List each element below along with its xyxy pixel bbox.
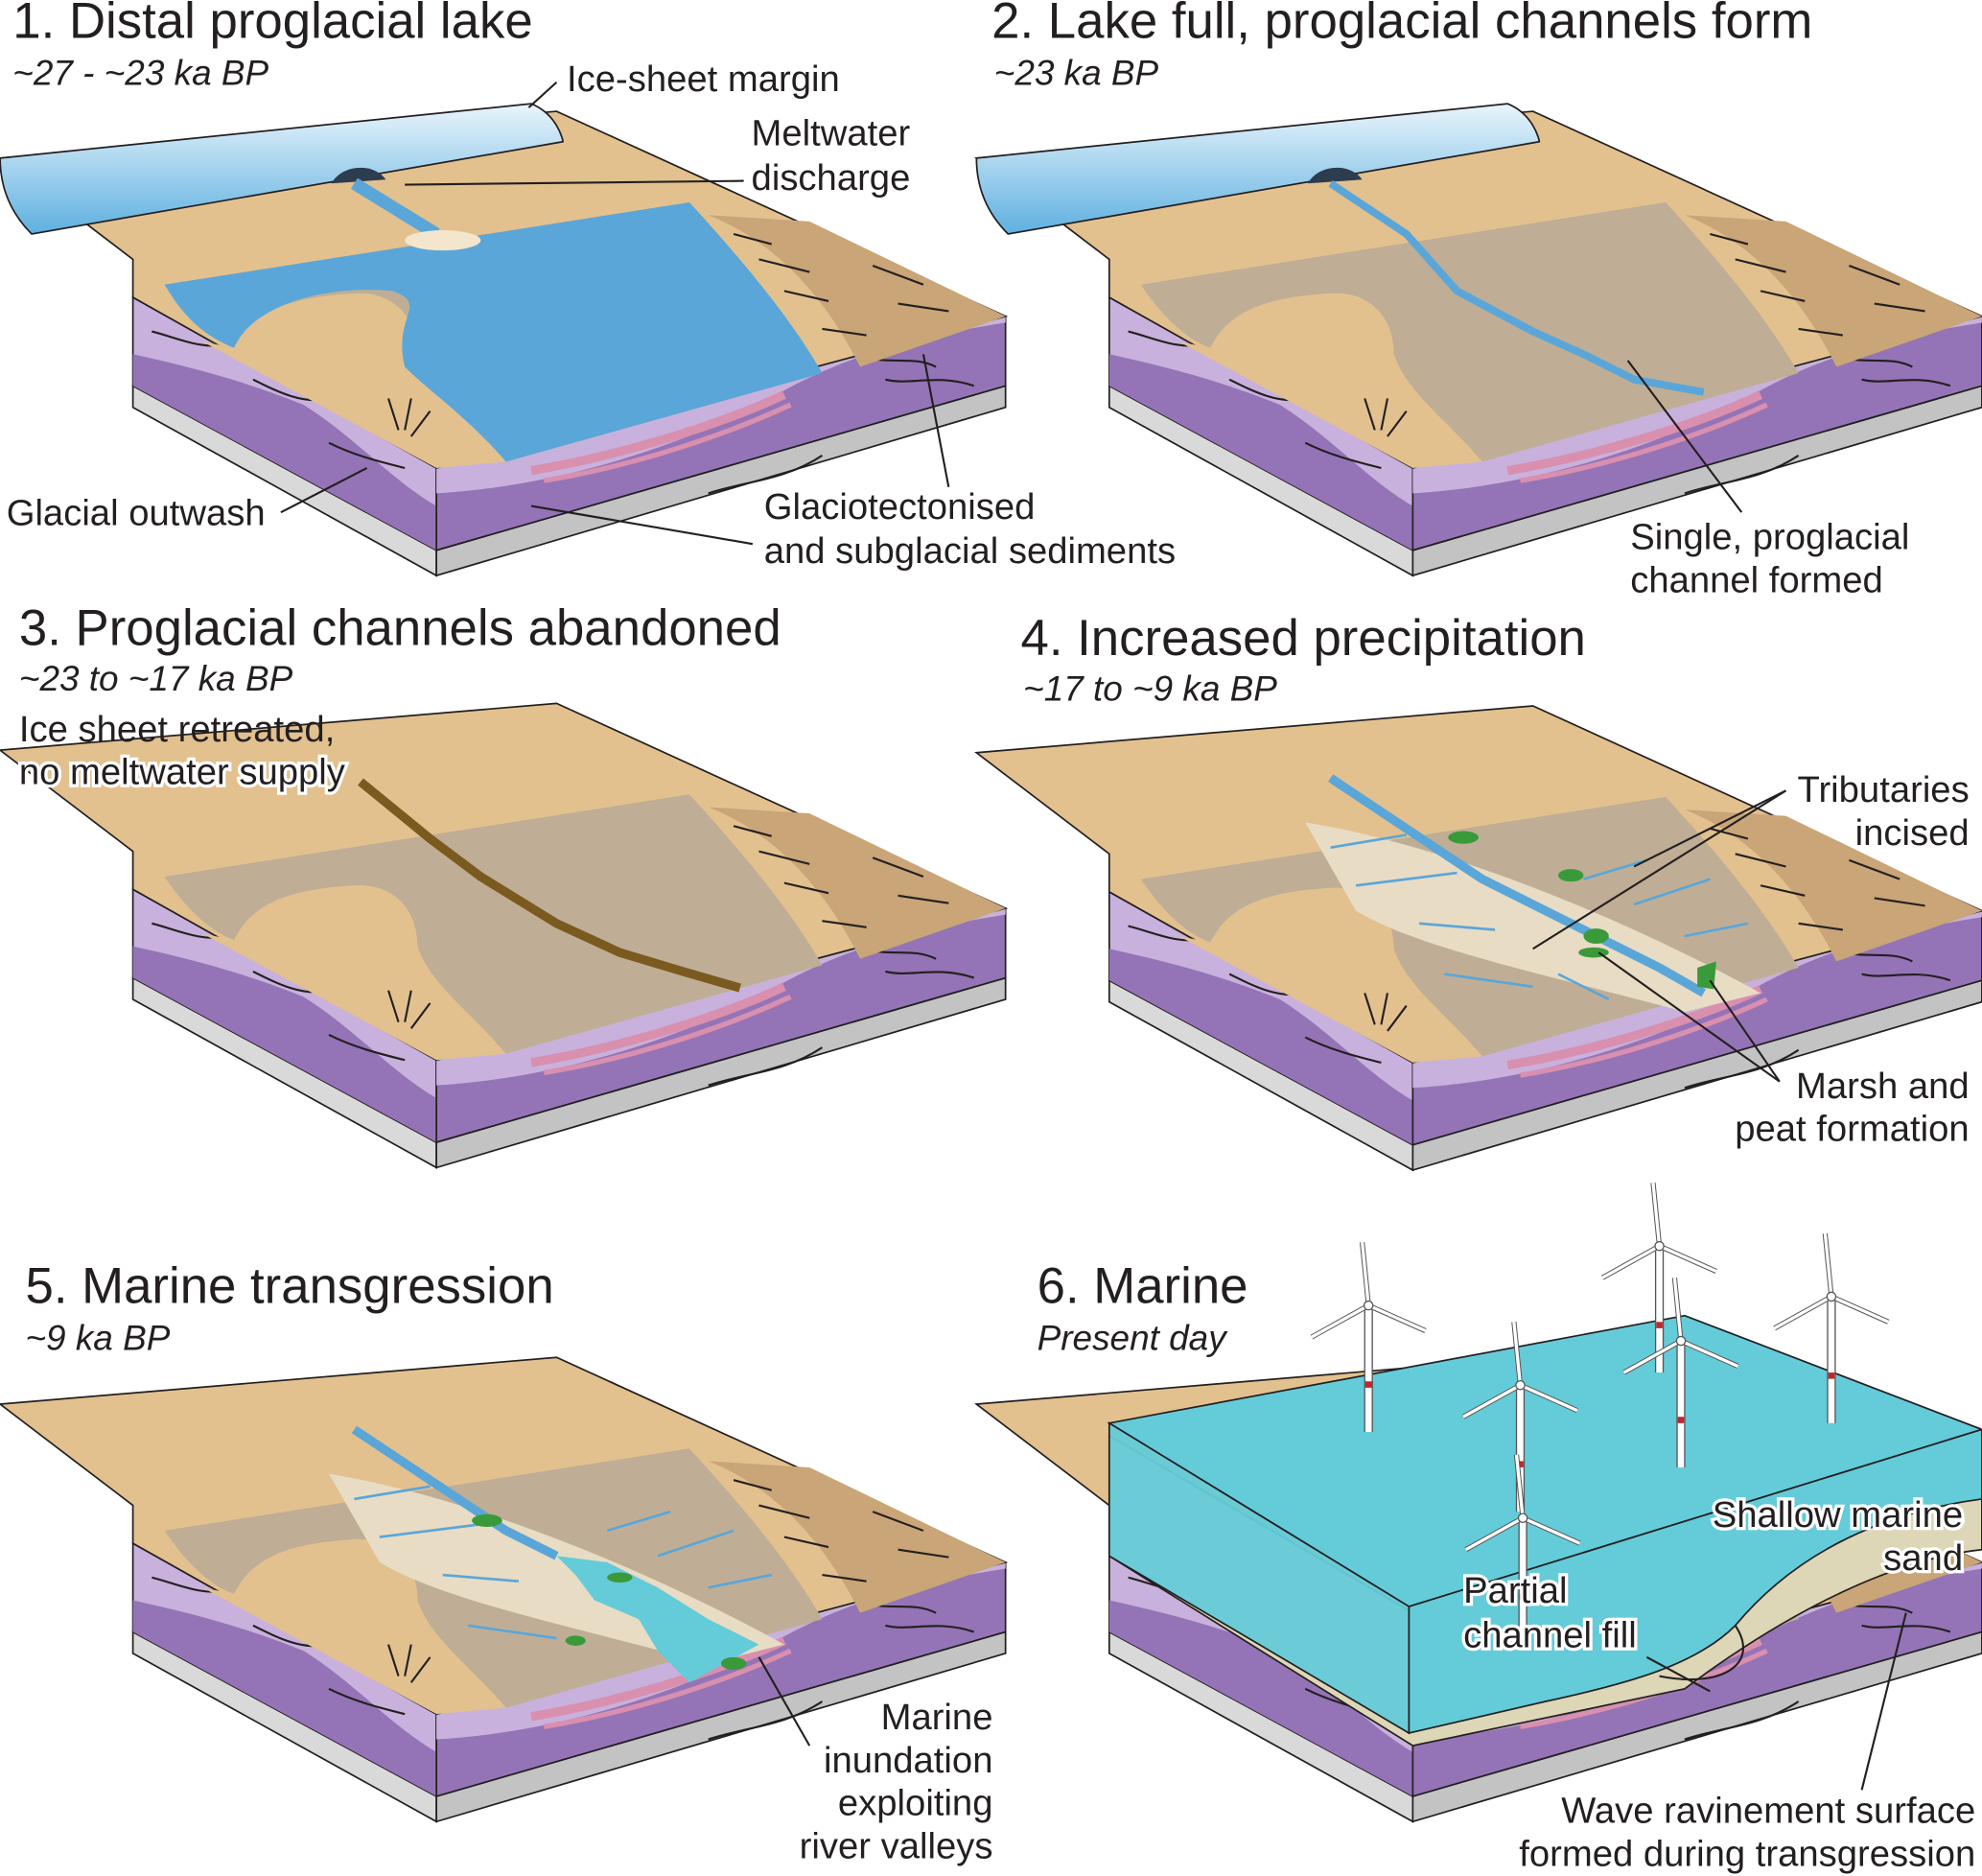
panel-2: 2. Lake full, proglacial channels form ~… [976, 0, 1982, 600]
panel-5-title: 5. Marine transgression [25, 1258, 553, 1315]
panel-3: 3. Proglacial channels abandoned ~23 to … [0, 600, 1006, 1168]
label-ice-retreated: Ice sheet retreated, [19, 709, 335, 750]
label-tributaries: Tributaries [1798, 769, 1970, 810]
meltwater-channel [350, 177, 440, 240]
marine-inundation [556, 1556, 759, 1683]
label-glacial-outwash: Glacial outwash [7, 492, 266, 533]
panel-4-subtitle: ~17 to ~9 ka BP [1023, 669, 1277, 709]
label-wave-ravinement: Wave ravinement surface [1561, 1791, 1975, 1832]
sea-water [1107, 1314, 1982, 1735]
label-sand: sand [1883, 1537, 1963, 1579]
tributaries [1330, 833, 1749, 1001]
label-ice-sheet-margin: Ice-sheet margin [567, 59, 840, 100]
label-formed-during-transgression: formed during transgression [1519, 1833, 1975, 1874]
label-partial: Partial [1463, 1570, 1567, 1611]
panel-2-title: 2. Lake full, proglacial channels form [991, 0, 1812, 50]
label-meltwater: Meltwater [752, 113, 911, 154]
label-marine: Marine [881, 1697, 993, 1738]
panel-1-subtitle: ~27 - ~23 ka BP [12, 53, 268, 92]
label-peat-formation: peat formation [1735, 1109, 1969, 1150]
proglacial-channel [1328, 179, 1705, 396]
panel-3-subtitle: ~23 to ~17 ka BP [19, 659, 293, 698]
panel-6-title: 6. Marine [1038, 1258, 1248, 1315]
panel-2-subtitle: ~23 ka BP [994, 53, 1159, 92]
panel-5: 5. Marine transgression ~9 ka BP Marine … [0, 1258, 1006, 1870]
panel-6: 6. Marine Present day Shallow marine san… [976, 1183, 1982, 1876]
label-no-meltwater: no meltwater supply [19, 752, 346, 793]
abandoned-channel [358, 778, 741, 993]
panel-4-title: 4. Increased precipitation [1020, 610, 1585, 667]
panel-1: 1. Distal proglacial lake ~27 - ~23 ka B… [0, 0, 1176, 575]
label-single-proglacial: Single, proglacial [1630, 516, 1909, 557]
label-glaciotectonised: Glaciotectonised [764, 486, 1036, 528]
label-subglacial-sediments: and subglacial sediments [764, 530, 1176, 572]
panel-5-subtitle: ~9 ka BP [25, 1318, 170, 1357]
label-river-valleys: river valleys [800, 1826, 993, 1867]
peat-patches [1448, 831, 1716, 990]
label-channel-formed: channel formed [1630, 559, 1883, 600]
label-discharge: discharge [752, 157, 911, 199]
river [1328, 774, 1707, 997]
label-incised: incised [1855, 812, 1970, 854]
proglacial-lake [164, 202, 823, 462]
label-channel-fill: channel fill [1463, 1614, 1637, 1655]
panel-6-subtitle: Present day [1038, 1318, 1229, 1357]
label-marsh: Marsh and [1796, 1066, 1970, 1107]
label-shallow-marine: Shallow marine [1713, 1494, 1963, 1536]
panel-1-title: 1. Distal proglacial lake [12, 0, 532, 50]
panel-3-title: 3. Proglacial channels abandoned [19, 600, 781, 657]
label-exploiting: exploiting [838, 1783, 993, 1824]
panel-4: 4. Increased precipitation ~17 to ~9 ka … [976, 610, 1982, 1170]
label-inundation: inundation [824, 1740, 992, 1781]
